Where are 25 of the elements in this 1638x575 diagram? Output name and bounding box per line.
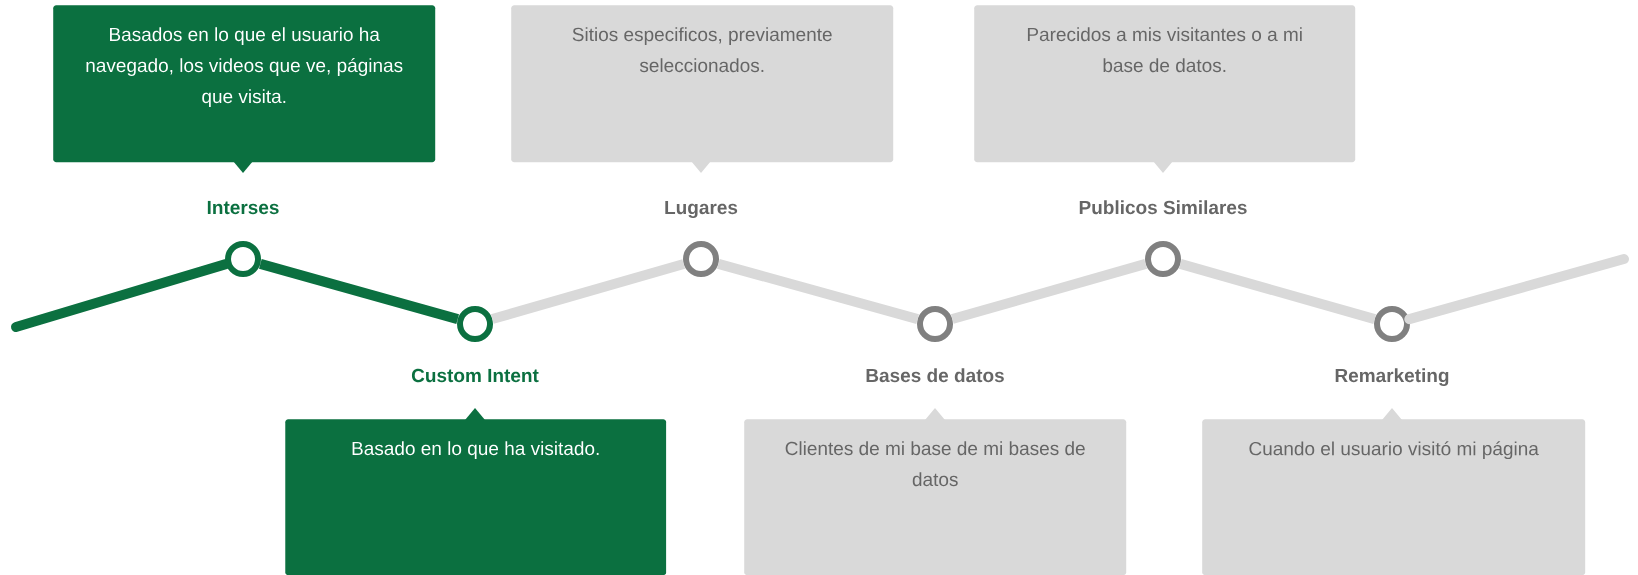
callout-box: Basado en lo que ha visitado. (285, 408, 667, 575)
callout-box: Basados en lo que el usuario ha navegado, los videos que ve, páginas que visita. (53, 5, 436, 173)
timeline-line (490, 259, 686, 324)
heading-label: Remarketing (1335, 368, 1449, 386)
timeline-circle (225, 241, 261, 277)
timeline-line (11, 259, 231, 332)
timeline-circle (1374, 306, 1410, 342)
timeline-circle (1145, 241, 1181, 277)
timeline-line (1178, 259, 1377, 324)
timeline-line (950, 259, 1148, 324)
timeline-line (717, 259, 919, 324)
timeline-circle (917, 306, 953, 342)
heading-label: Lugares (665, 200, 738, 219)
timeline-circle (457, 306, 493, 342)
callout-box: Cuando el usuario visitó mi página (1202, 408, 1586, 575)
heading-label: Interses (207, 200, 279, 215)
heading-label: Custom Intent (411, 368, 539, 383)
timeline-line (1404, 254, 1629, 325)
callout-box: Parecidos a mis visitantes o a mi base de datos. (974, 5, 1356, 173)
timeline-circle (683, 241, 719, 277)
heading-label: Bases de datos (866, 368, 1004, 383)
callout-box: Clientes de mi base de mi bases de datos (744, 408, 1127, 575)
callout-box: Sitios especificos, previamente seleccionados. (511, 5, 894, 173)
heading-label: Publicos Similares (1079, 200, 1247, 215)
timeline-line (259, 259, 460, 324)
